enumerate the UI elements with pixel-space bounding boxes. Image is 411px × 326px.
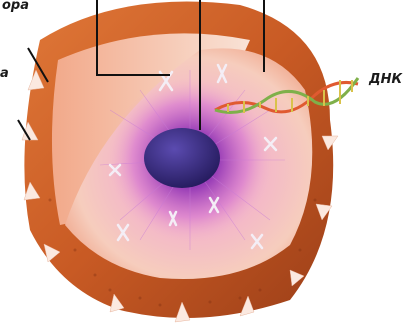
label-left: а	[0, 66, 9, 81]
nucleolus	[144, 128, 220, 188]
label-top-left: ора	[2, 0, 29, 13]
label-dna: ДНК	[369, 72, 402, 87]
